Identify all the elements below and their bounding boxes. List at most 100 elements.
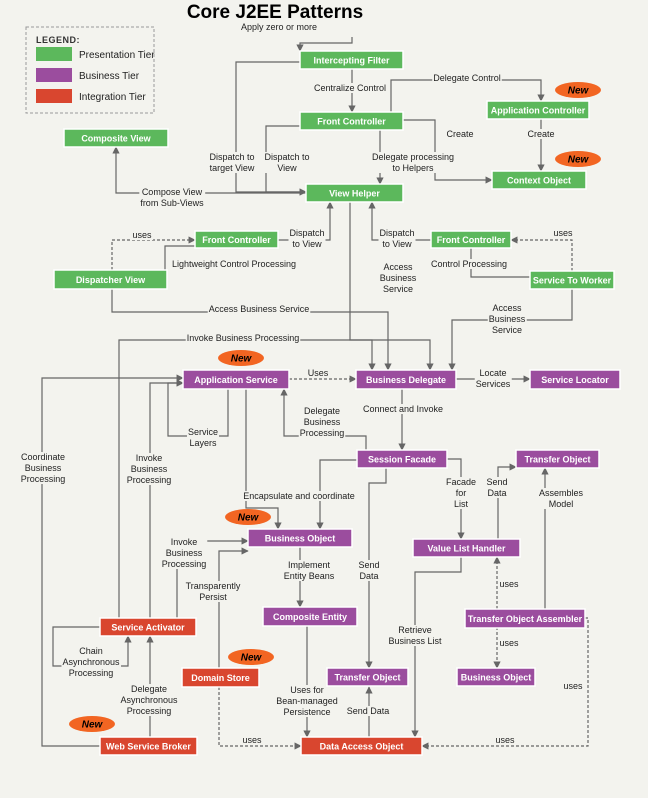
node-label: Data Access Object [320, 742, 404, 752]
edge-label-uses-as: Uses [308, 368, 329, 378]
badge-shape [218, 350, 264, 366]
node-box[interactable] [464, 608, 586, 629]
node-box[interactable] [412, 538, 521, 558]
node-box[interactable] [247, 528, 353, 548]
edge-label-control-processing: Control Processing [431, 259, 507, 269]
node-box[interactable] [491, 170, 587, 190]
edge-compose-view [112, 146, 306, 194]
node-box[interactable] [299, 50, 404, 70]
edge-label-bg [370, 152, 456, 173]
badge-label: New [568, 155, 590, 166]
node-box[interactable] [515, 449, 600, 469]
node-data-access-object[interactable]: Data Access Object [300, 736, 423, 756]
node-front-controller-left[interactable]: Front Controller [194, 230, 279, 249]
node-view-helper[interactable]: View Helper [305, 183, 404, 203]
node-domain-store[interactable]: Domain Store [181, 667, 260, 688]
node-box[interactable] [194, 230, 279, 249]
node-box[interactable] [262, 606, 358, 627]
node-business-delegate[interactable]: Business Delegate [355, 369, 457, 390]
node-box[interactable] [53, 269, 168, 290]
node-service-activator[interactable]: Service Activator [99, 617, 197, 637]
edge-label-connect-invoke: Connect and Invoke [363, 404, 443, 414]
node-web-service-broker[interactable]: Web Service Broker [99, 736, 198, 756]
edge-label-bg [298, 406, 346, 438]
node-transfer-object-top[interactable]: Transfer Object [515, 449, 600, 469]
edge-label-bg [387, 625, 444, 646]
node-label: Service Activator [111, 623, 185, 633]
node-transfer-object-assembler[interactable]: Transfer Object Assembler [464, 608, 586, 629]
legend-swatch [36, 89, 72, 103]
edge-transparently-persist [218, 547, 249, 668]
node-box[interactable] [456, 667, 536, 687]
edge-label-bg [239, 22, 319, 32]
new-badge-context-object: New [555, 151, 601, 167]
edge-label-uses-vlh: uses [499, 579, 519, 589]
edge-label-bg [131, 230, 154, 240]
node-business-object-main[interactable]: Business Object [247, 528, 353, 548]
node-box[interactable] [326, 667, 409, 687]
node-context-object[interactable]: Context Object [491, 170, 587, 190]
node-box[interactable] [355, 369, 457, 390]
node-box[interactable] [181, 667, 260, 688]
node-service-to-worker[interactable]: Service To Worker [529, 270, 615, 290]
node-application-controller[interactable]: Application Controller [486, 100, 590, 120]
node-box[interactable] [299, 111, 404, 131]
node-label: Composite View [81, 134, 151, 144]
node-application-service[interactable]: Application Service [182, 369, 290, 390]
node-transfer-object-bottom[interactable]: Transfer Object [326, 667, 409, 687]
node-box[interactable] [99, 617, 197, 637]
new-badge-business-object: New [225, 509, 271, 525]
node-box[interactable] [300, 736, 423, 756]
edge-uses-left [111, 236, 196, 270]
node-box[interactable] [529, 369, 621, 390]
legend-swatch [36, 68, 72, 82]
node-front-controller-right[interactable]: Front Controller [430, 230, 512, 249]
node-service-locator[interactable]: Service Locator [529, 369, 621, 390]
node-label: Transfer Object [334, 673, 400, 683]
node-business-object-small[interactable]: Business Object [456, 667, 536, 687]
edge-label-bg [552, 228, 575, 238]
node-label: Business Object [265, 534, 336, 544]
edge-label-access-bs: Access Business Service [209, 304, 310, 314]
edge-label-bg [526, 129, 556, 139]
badge-label: New [241, 653, 263, 664]
node-composite-entity[interactable]: Composite Entity [262, 606, 358, 627]
badge-shape [225, 509, 271, 525]
node-box[interactable] [99, 736, 198, 756]
node-label: Front Controller [202, 235, 271, 245]
node-box[interactable] [529, 270, 615, 290]
edge-label-bg [208, 152, 256, 173]
node-front-controller[interactable]: Front Controller [299, 111, 404, 131]
edge-label-bg [487, 303, 527, 335]
node-box[interactable] [430, 230, 512, 249]
new-badge-web-service-broker: New [69, 716, 115, 732]
node-value-list-handler[interactable]: Value List Handler [412, 538, 521, 558]
node-box[interactable] [182, 369, 290, 390]
node-intercepting-filter[interactable]: Intercepting Filter [299, 50, 404, 70]
node-box[interactable] [63, 128, 169, 148]
node-box[interactable] [486, 100, 590, 120]
node-box[interactable] [356, 449, 448, 469]
node-label: Application Service [194, 375, 278, 385]
node-label: Domain Store [191, 673, 250, 683]
node-label: Transfer Object [524, 455, 590, 465]
edge-label-bg [160, 537, 208, 569]
node-dispatcher-view[interactable]: Dispatcher View [53, 269, 168, 290]
edge-label-bg [474, 368, 512, 389]
edge-label-create-ctx: Create [446, 129, 473, 139]
node-box[interactable] [305, 183, 404, 203]
node-composite-view[interactable]: Composite View [63, 128, 169, 148]
node-session-facade[interactable]: Session Facade [356, 449, 448, 469]
edge-label-bg [562, 681, 585, 691]
